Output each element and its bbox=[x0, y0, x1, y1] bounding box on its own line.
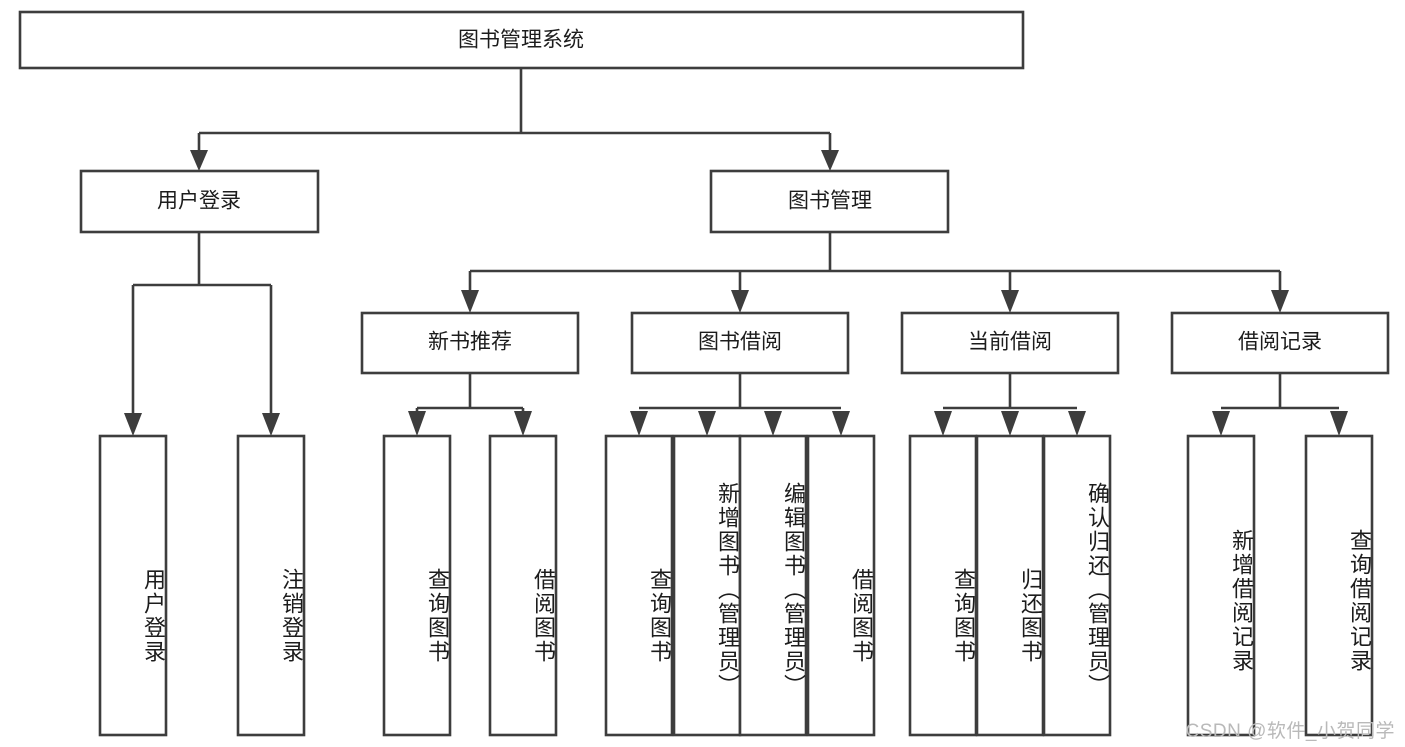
node-box-leaf-confirm-return[interactable] bbox=[1042, 434, 1112, 737]
node-box-leaf-logout[interactable] bbox=[236, 434, 306, 737]
node-box-current-borrow[interactable] bbox=[900, 311, 1120, 375]
connector-group-root bbox=[190, 68, 839, 171]
arrow-head-icon bbox=[630, 411, 648, 436]
node-label-user-login: 用户登录 bbox=[157, 190, 241, 213]
node-box-leaf-query-book-3[interactable] bbox=[908, 434, 978, 737]
arrow-head-icon bbox=[934, 411, 952, 436]
node-label-book-borrow: 图书借阅 bbox=[698, 331, 782, 354]
connector-group-bookmgmt bbox=[461, 232, 1289, 313]
node-box-leaf-user-login[interactable] bbox=[98, 434, 168, 737]
node-box-leaf-add-book[interactable] bbox=[672, 434, 742, 737]
node-label-new-book-recommend: 新书推荐 bbox=[428, 331, 512, 354]
node-label-book-management: 图书管理 bbox=[788, 190, 872, 213]
node-box-leaf-add-record[interactable] bbox=[1186, 434, 1256, 737]
arrow-head-icon bbox=[461, 290, 479, 313]
connector-group-login bbox=[124, 232, 280, 436]
node-box-book-borrow[interactable] bbox=[630, 311, 850, 375]
arrow-head-icon bbox=[731, 290, 749, 313]
arrow-head-icon bbox=[764, 411, 782, 436]
connector-group-borrow bbox=[630, 373, 850, 436]
arrow-head-icon bbox=[1001, 290, 1019, 313]
node-label-borrow-record: 借阅记录 bbox=[1238, 331, 1322, 354]
node-box-new-book-recommend[interactable] bbox=[360, 311, 580, 375]
node-box-leaf-edit-book[interactable] bbox=[738, 434, 808, 737]
arrow-head-icon bbox=[821, 150, 839, 171]
watermark-text: CSDN @软件_小贺同学 bbox=[1185, 721, 1395, 742]
node-box-leaf-query-book-2[interactable] bbox=[604, 434, 674, 737]
connector-group-record bbox=[1212, 373, 1348, 436]
node-box-borrow-record[interactable] bbox=[1170, 311, 1390, 375]
arrow-head-icon bbox=[514, 411, 532, 436]
arrow-head-icon bbox=[1330, 411, 1348, 436]
connector-group-newbook bbox=[408, 373, 532, 436]
arrow-head-icon bbox=[1068, 411, 1086, 436]
node-box-leaf-query-book-1[interactable] bbox=[382, 434, 452, 737]
arrow-head-icon bbox=[408, 411, 426, 436]
arrow-head-icon bbox=[1271, 290, 1289, 313]
arrow-head-icon bbox=[190, 150, 208, 171]
connector-group-current bbox=[934, 373, 1086, 436]
node-box-leaf-return-book[interactable] bbox=[975, 434, 1045, 737]
node-box-book-management[interactable] bbox=[709, 169, 950, 234]
node-box-user-login[interactable] bbox=[79, 169, 320, 234]
node-box-leaf-borrow-book-2[interactable] bbox=[806, 434, 876, 737]
arrow-head-icon bbox=[1212, 411, 1230, 436]
arrow-head-icon bbox=[832, 411, 850, 436]
arrow-head-icon bbox=[1001, 411, 1019, 436]
arrow-head-icon bbox=[124, 413, 142, 436]
node-box-root[interactable] bbox=[18, 10, 1025, 70]
arrow-head-icon bbox=[698, 411, 716, 436]
node-box-leaf-query-record[interactable] bbox=[1304, 434, 1374, 737]
arrow-head-icon bbox=[262, 413, 280, 436]
node-label-root: 图书管理系统 bbox=[458, 29, 584, 52]
node-label-current-borrow: 当前借阅 bbox=[968, 331, 1052, 354]
node-box-leaf-borrow-book-1[interactable] bbox=[488, 434, 558, 737]
